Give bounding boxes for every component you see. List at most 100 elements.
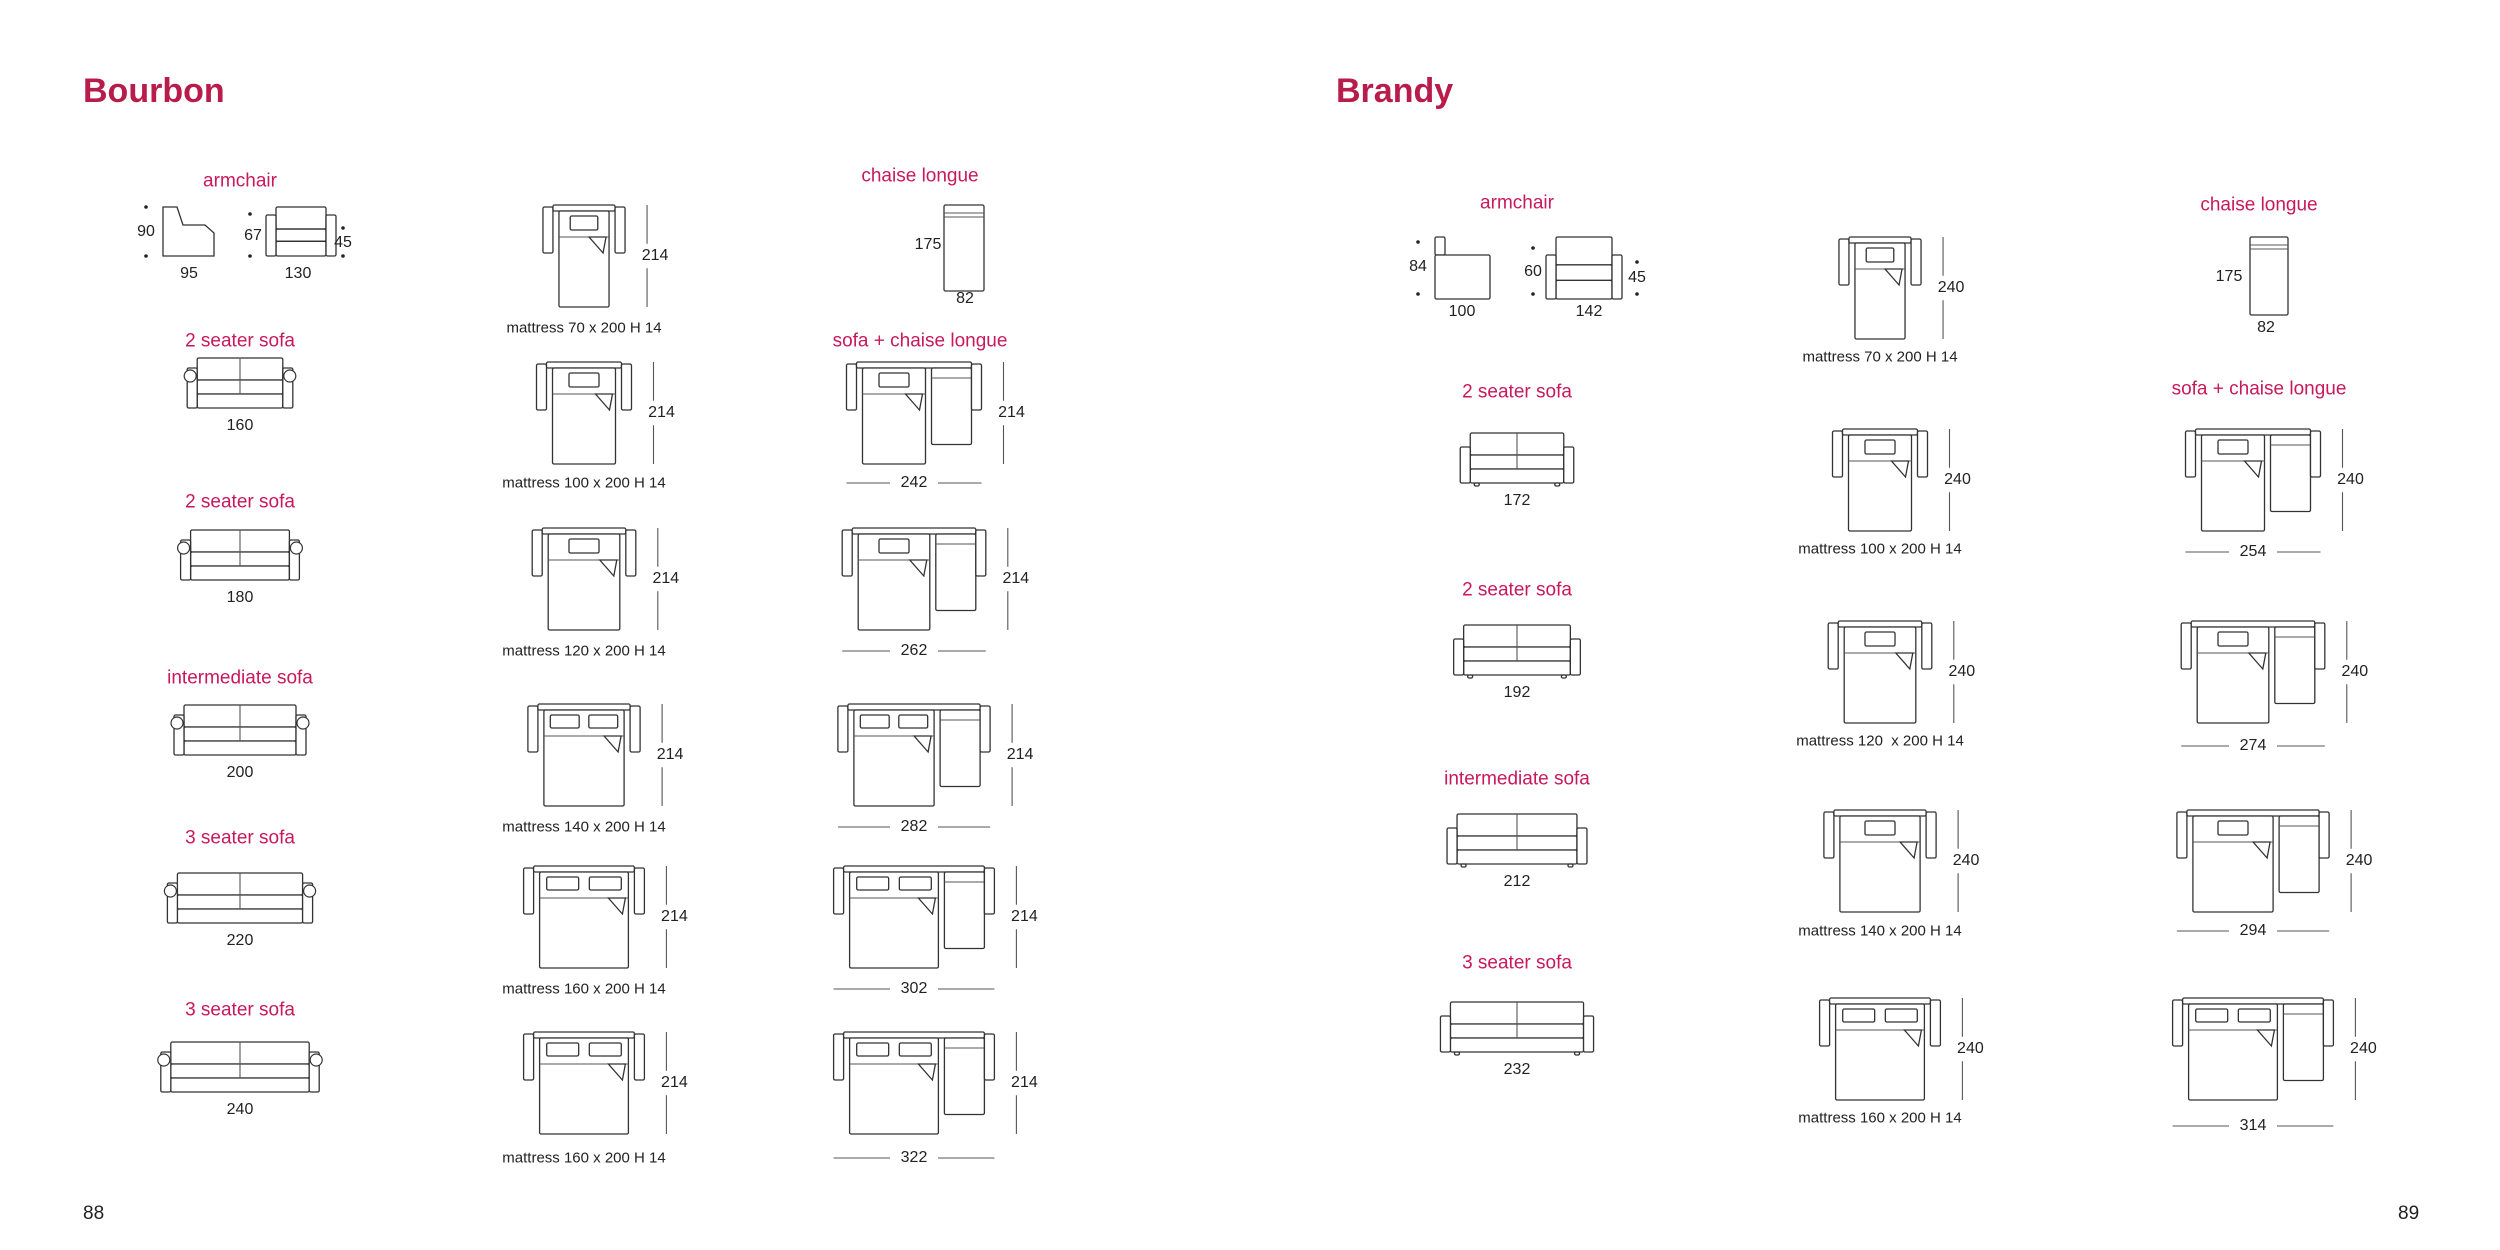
sofa-bed-depth-dim: 214 [641,247,669,264]
dimension-dot [1635,260,1639,264]
chaise-outline [943,204,985,292]
blanket-corner [1902,1029,1923,1048]
sofa-base [176,908,304,924]
armchair-side-back [1434,236,1446,256]
mattress [538,871,630,969]
mattress-size-label: mattress 100 x 200 H 14 [1798,540,1962,558]
sofa-label: 2 seater sofa [185,330,295,352]
armchair-width-dim: 142 [1575,303,1603,320]
dimension-dot [1531,292,1535,296]
pillow [2217,631,2249,647]
arm-left [1831,430,1844,478]
sofa-foot [1460,863,1467,868]
backrest [532,865,636,873]
sofa-chaise-width-dim: 262 [900,642,928,659]
backrest [532,1031,636,1039]
pillow [568,538,600,554]
sofa-chaise-label: sofa + chaise longue [832,330,1008,352]
dimension-dot [144,254,148,258]
sofa-foot [1466,674,1474,679]
sofa-chaise-drawing [2180,620,2326,724]
sofa-chaise-depth-dim: 240 [2350,1040,2377,1057]
arm-left [2180,622,2192,670]
backrest [842,1031,986,1039]
sofa-arm-right [1569,638,1582,676]
arm-right [1916,430,1929,478]
mattress [2200,434,2266,532]
sofa-drawing [183,357,297,409]
sofa-bed-depth-dim: 214 [661,1074,688,1091]
sofa-base [183,740,297,756]
blanket-corner [2247,652,2267,671]
pillow [878,538,910,554]
pillow [568,372,600,388]
arm-left [1818,999,1831,1047]
sofa-chaise-depth-dim: 240 [2341,663,2369,680]
sofa-chaise-width-dim: 302 [900,980,928,997]
backrest [1833,809,1927,817]
arm-left [841,529,853,577]
arm-right [1910,238,1922,286]
sofa-chaise-drawing [832,1031,996,1135]
pillow [2237,1008,2271,1023]
blanket-corner [2243,460,2263,479]
arm-right [2322,999,2335,1047]
arm-left [535,363,548,411]
sofa-chaise-width-dim: 294 [2239,922,2267,939]
mattress-size-label: mattress 100 x 200 H 14 [502,474,666,492]
blanket-corner [602,735,622,754]
arm-left [1823,811,1835,859]
pillow [1865,247,1895,263]
arm-left [832,867,845,915]
blanket-corner [2255,1029,2276,1048]
pillow [588,714,619,729]
sofa-bed-drawing [1827,620,1933,724]
arm-right [979,705,991,753]
sofa-chaise-drawing [2184,428,2322,532]
sofa-arm-left [1459,446,1471,484]
arm-left [531,529,543,577]
dimension-dot [144,205,148,209]
backrest [541,527,627,535]
arm-left [542,206,554,254]
arm-right [633,867,646,915]
arm-roll-right [296,716,310,730]
arm-roll-left [163,884,177,898]
armchair-front-height-dim: 67 [244,227,262,244]
armchair-depth-dim: 100 [1448,303,1476,320]
sofa-foot [1567,863,1574,868]
sofa-width-dim: 220 [226,932,254,949]
chaise-longue-drawing [943,204,985,292]
blanket-corner [912,735,932,754]
sofa-drawing [170,704,310,756]
sofa-chaise-depth-dim: 240 [2337,471,2364,488]
arm-right [983,1033,996,1081]
arm-roll-right [309,1053,323,1067]
sofa-chaise-width-dim: 242 [900,474,928,491]
sofa-bed-drawing [522,1031,646,1135]
armchair-seat-height-dim: 45 [1628,269,1646,286]
sofa-chaise-width-dim: 322 [900,1149,928,1166]
pillow [546,876,580,891]
sofa-chaise-drawing [841,527,987,631]
chaise-longue-drawing [2249,236,2289,316]
arm-right [975,529,987,577]
dimension-dot [341,226,345,230]
sofa-bed-depth-dim: 240 [1952,852,1980,869]
mattress-size-label: mattress 120 x 200 H 14 [1796,732,1964,750]
sofa-arm-right [1563,446,1575,484]
sofa-label: 2 seater sofa [1462,579,1572,601]
arm-left [845,363,858,411]
sofa-drawing [157,1041,323,1093]
sofa-bed-drawing [542,204,626,308]
sofa-chaise-drawing [832,865,996,969]
mattress [853,709,935,807]
dimension-dot [1531,246,1535,250]
sofa-chaise-drawing [2176,809,2330,913]
arm-left [2171,999,2184,1047]
arm-right [983,867,996,915]
chaise-width-dim: 82 [956,290,974,307]
mattress-size-label: mattress 140 x 200 H 14 [502,818,666,836]
blanket-corner [1898,841,1918,860]
